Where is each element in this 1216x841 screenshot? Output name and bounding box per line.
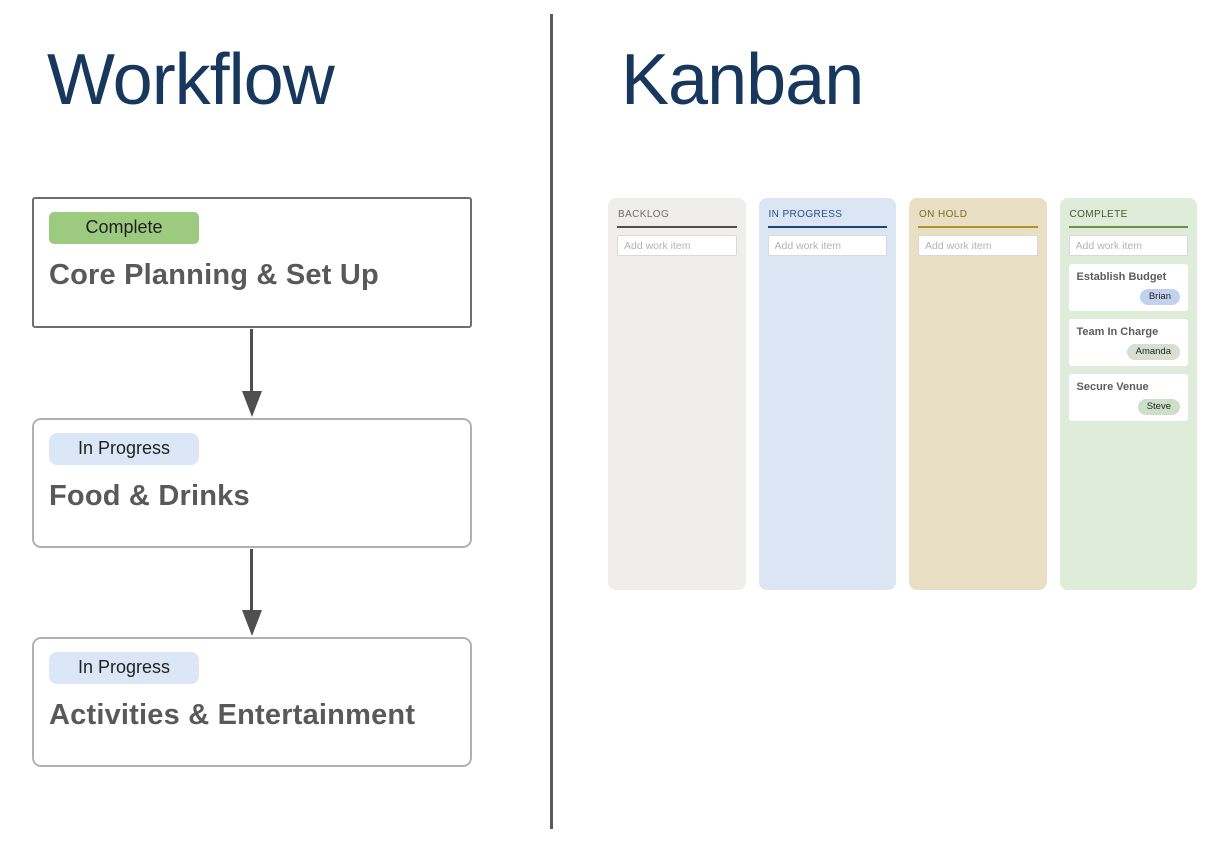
workflow-step-title: Activities & Entertainment bbox=[49, 699, 416, 731]
card-title: Establish Budget bbox=[1076, 271, 1167, 283]
column-header: COMPLETE bbox=[1068, 206, 1188, 228]
workflow-step-title: Food & Drinks bbox=[49, 480, 250, 512]
assignee-badge: Steve bbox=[1137, 398, 1180, 415]
kanban-column-complete[interactable]: COMPLETE Establish Budget Brian Team In … bbox=[1059, 198, 1197, 590]
flow-arrow-down-icon bbox=[242, 329, 262, 417]
card-badge-row: Amanda bbox=[1077, 341, 1180, 360]
kanban-card-establish-budget[interactable]: Establish Budget Brian bbox=[1068, 264, 1188, 311]
arrow-head bbox=[242, 391, 262, 417]
kanban-column-on-hold[interactable]: ON HOLD bbox=[909, 198, 1047, 590]
add-work-item-input[interactable] bbox=[918, 235, 1038, 256]
workflow-title: Workflow bbox=[47, 40, 335, 120]
add-work-item-input[interactable] bbox=[767, 235, 887, 256]
workflow-step-core-planning[interactable]: Complete Core Planning & Set Up bbox=[32, 197, 472, 328]
workflow-step-activities[interactable]: In Progress Activities & Entertainment bbox=[32, 637, 472, 767]
column-header: IN PROGRESS bbox=[767, 206, 887, 228]
arrow-shaft bbox=[250, 549, 253, 612]
column-header: BACKLOG bbox=[617, 206, 737, 228]
workflow-step-food-drinks[interactable]: In Progress Food & Drinks bbox=[32, 418, 472, 548]
arrow-head bbox=[242, 610, 262, 636]
status-badge-in-progress: In Progress bbox=[49, 433, 199, 465]
assignee-badge: Amanda bbox=[1126, 343, 1180, 360]
card-title: Secure Venue bbox=[1076, 381, 1149, 393]
section-divider bbox=[550, 14, 553, 829]
flow-arrow-down-icon bbox=[242, 549, 262, 636]
status-badge-in-progress: In Progress bbox=[49, 652, 199, 684]
kanban-column-in-progress[interactable]: IN PROGRESS bbox=[758, 198, 896, 590]
card-badge-row: Brian bbox=[1077, 286, 1180, 305]
arrow-shaft bbox=[250, 329, 253, 393]
kanban-card-team-in-charge[interactable]: Team In Charge Amanda bbox=[1068, 319, 1188, 366]
kanban-title: Kanban bbox=[621, 40, 864, 120]
kanban-card-secure-venue[interactable]: Secure Venue Steve bbox=[1068, 374, 1188, 421]
card-badge-row: Steve bbox=[1077, 396, 1180, 415]
assignee-badge: Brian bbox=[1139, 288, 1180, 305]
column-header: ON HOLD bbox=[918, 206, 1038, 228]
kanban-board: BACKLOG IN PROGRESS ON HOLD COMPLETE Est… bbox=[608, 198, 1197, 590]
add-work-item-input[interactable] bbox=[617, 235, 737, 256]
workflow-step-title: Core Planning & Set Up bbox=[49, 259, 379, 291]
status-badge-complete: Complete bbox=[49, 212, 199, 244]
card-title: Team In Charge bbox=[1076, 326, 1159, 338]
kanban-column-backlog[interactable]: BACKLOG bbox=[608, 198, 746, 590]
add-work-item-input[interactable] bbox=[1068, 235, 1188, 256]
